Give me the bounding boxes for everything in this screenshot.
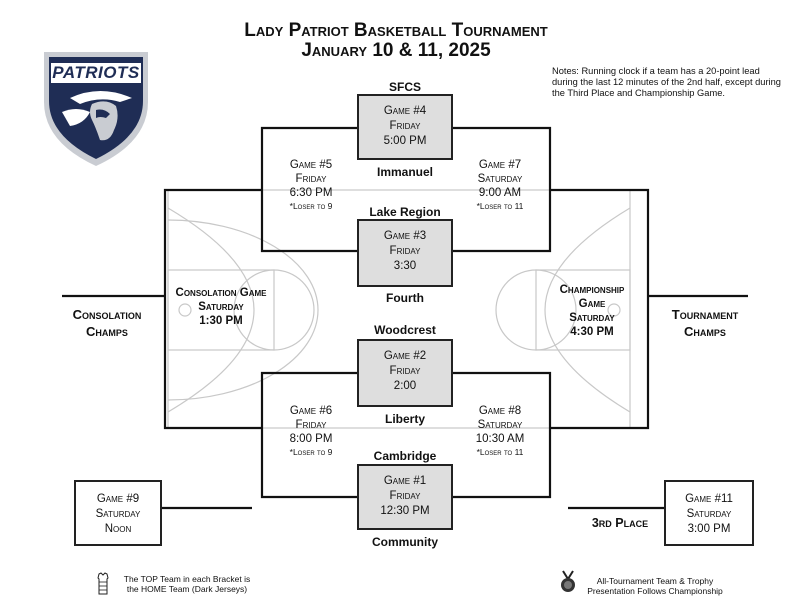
- game-5-note: *Loser to 9: [289, 201, 333, 211]
- bracket-connectors: [62, 126, 748, 510]
- game-9-time: Noon: [104, 523, 132, 535]
- game-3-time: 3:30: [393, 260, 417, 272]
- game-11-day: Saturday: [686, 508, 732, 520]
- team-sfcs: SFCS: [388, 80, 421, 94]
- game-6-note: *Loser to 9: [289, 447, 333, 457]
- patriots-logo: PATRIOTS: [40, 48, 152, 168]
- game-6-name: Game #6: [289, 405, 333, 417]
- trophy-note-line-1: All-Tournament Team & Trophy: [596, 576, 714, 586]
- game-4-box: Game #4 Friday 5:00 PM: [357, 94, 453, 160]
- game-8-day: Saturday: [477, 419, 523, 431]
- game-4-day: Friday: [389, 120, 421, 132]
- game-1-box: Game #1 Friday 12:30 PM: [357, 464, 453, 530]
- game-11-name: Game #11: [685, 493, 733, 505]
- game-8-time: 10:30 AM: [475, 433, 525, 445]
- game-1-name: Game #1: [383, 475, 427, 487]
- team-fourth: Fourth: [386, 291, 424, 305]
- game-1-day: Friday: [389, 490, 421, 502]
- game-2-name: Game #2: [383, 350, 427, 362]
- game-8-info: Game #8 Saturday 10:30 AM *Loser to 11: [445, 404, 555, 458]
- game-1-time: 12:30 PM: [380, 505, 430, 517]
- team-cambridge: Cambridge: [373, 449, 437, 463]
- game-5-day: Friday: [295, 173, 327, 185]
- consolation-champs-line-1: Consolation: [72, 307, 142, 322]
- rules-note: Notes: Running clock if a team has a 20-…: [552, 66, 781, 98]
- game-2-time: 2:00: [393, 380, 417, 392]
- team-lake-region: Lake Region: [369, 205, 441, 219]
- tournament-dates: January 10 & 11, 2025: [301, 40, 491, 61]
- logo-wordmark: PATRIOTS: [52, 63, 140, 82]
- consolation-champs-label: Consolation Champs: [52, 306, 162, 340]
- championship-game-name-2: Game: [578, 298, 606, 310]
- game-2-day: Friday: [389, 365, 421, 377]
- home-team-note-line-2: the HOME Team (Dark Jerseys): [126, 584, 248, 594]
- consolation-champs-line-2: Champs: [86, 324, 128, 339]
- game-6-time: 8:00 PM: [289, 433, 333, 445]
- tournament-champs-label: Tournament Champs: [650, 306, 760, 340]
- team-immanuel: Immanuel: [376, 165, 433, 179]
- court-background: [167, 189, 631, 429]
- game-11-time: 3:00 PM: [687, 523, 731, 535]
- championship-game-name-1: Championship: [559, 284, 625, 296]
- tournament-title: Lady Patriot Basketball Tournament: [244, 20, 548, 41]
- game-6-day: Friday: [295, 419, 327, 431]
- consolation-game-day: Saturday: [198, 301, 244, 313]
- championship-game-info: Championship Game Saturday 4:30 PM: [537, 283, 647, 339]
- game-6-info: Game #6 Friday 8:00 PM *Loser to 9: [256, 404, 366, 458]
- game-2-box: Game #2 Friday 2:00: [357, 339, 453, 407]
- home-team-note: The TOP Team in each Bracket is the HOME…: [112, 574, 262, 594]
- game-3-name: Game #3: [383, 230, 427, 242]
- championship-game-time: 4:30 PM: [570, 326, 614, 338]
- game-9-day: Saturday: [95, 508, 141, 520]
- game-5-time: 6:30 PM: [289, 187, 333, 199]
- game-7-info: Game #7 Saturday 9:00 AM *Loser to 11: [445, 158, 555, 212]
- third-place-label: 3rd Place: [591, 516, 649, 530]
- tournament-champs-line-2: Champs: [684, 324, 726, 339]
- game-5-info: Game #5 Friday 6:30 PM *Loser to 9: [256, 158, 366, 212]
- game-8-name: Game #8: [478, 405, 522, 417]
- home-team-note-line-1: The TOP Team in each Bracket is: [123, 574, 251, 584]
- team-liberty: Liberty: [384, 412, 425, 426]
- game-3-box: Game #3 Friday 3:30: [357, 219, 453, 287]
- championship-game-day: Saturday: [569, 312, 615, 324]
- game-4-name: Game #4: [383, 105, 427, 117]
- game-11-box: Game #11 Saturday 3:00 PM: [664, 480, 754, 546]
- game-5-name: Game #5: [289, 159, 333, 171]
- game-7-day: Saturday: [477, 173, 523, 185]
- jersey-icon: [96, 572, 110, 596]
- consolation-game-time: 1:30 PM: [199, 315, 243, 327]
- consolation-game-info: Consolation Game Saturday 1:30 PM: [166, 286, 276, 328]
- game-7-note: *Loser to 11: [476, 201, 524, 211]
- game-7-time: 9:00 AM: [478, 187, 522, 199]
- game-9-name: Game #9: [96, 493, 140, 505]
- medal-icon: [558, 570, 578, 594]
- trophy-note: All-Tournament Team & Trophy Presentatio…: [580, 576, 730, 596]
- tournament-champs-line-1: Tournament: [671, 307, 739, 322]
- consolation-game-name: Consolation Game: [175, 287, 267, 299]
- game-8-note: *Loser to 11: [476, 447, 524, 457]
- game-9-box: Game #9 Saturday Noon: [74, 480, 162, 546]
- team-woodcrest: Woodcrest: [374, 323, 436, 337]
- game-7-name: Game #7: [478, 159, 522, 171]
- patriot-shield-logo-icon: [44, 52, 148, 166]
- team-community: Community: [372, 535, 438, 549]
- game-4-time: 5:00 PM: [383, 135, 427, 147]
- trophy-note-line-2: Presentation Follows Championship: [587, 586, 723, 596]
- game-3-day: Friday: [389, 245, 421, 257]
